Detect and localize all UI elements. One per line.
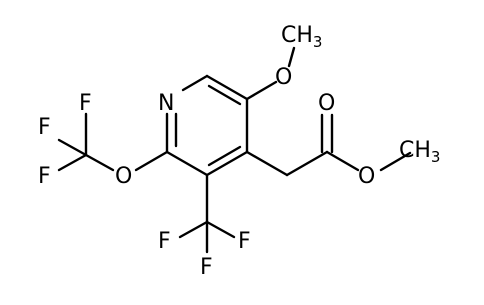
atom-f-cf3-bottom: F <box>200 255 213 280</box>
bond-n-c6 <box>181 74 209 92</box>
bond-o-ch3-methoxy <box>287 46 296 68</box>
bond-cf3-f-right <box>205 220 236 239</box>
atom-ch3-ester: CH3 <box>399 138 440 166</box>
atom-f-ocf3-mid: F <box>38 115 51 140</box>
atom-f-cf3-right: F <box>238 229 251 254</box>
bond-ch2-carbonyl <box>285 150 329 177</box>
atom-f-ocf3-top: F <box>79 91 92 116</box>
pyridine-ring <box>165 74 249 177</box>
bond-c4-c3-inner <box>207 145 242 167</box>
bond-ocf3-f-mid <box>57 138 88 157</box>
bond-c5-o-methoxy <box>245 80 278 101</box>
bond-c4-c3 <box>205 150 249 177</box>
atom-ch3-methoxy: CH3 <box>281 23 322 51</box>
bond-c6-c5 <box>205 74 249 101</box>
bond-c2-o-ocf3 <box>134 150 169 172</box>
atom-o-ocf3: O <box>115 164 132 189</box>
bond-carbonyl-o-ester <box>325 150 360 172</box>
atom-f-ocf3-bot: F <box>38 164 51 189</box>
atom-n-ring: N <box>158 91 174 116</box>
bond-c6-c5-inner <box>207 84 242 106</box>
atom-f-cf3-left: F <box>158 229 171 254</box>
bond-ocf3-f-bot <box>57 153 88 172</box>
atom-o-ester: O <box>358 164 375 189</box>
atom-o-carbonyl: O <box>318 91 335 116</box>
bond-cf3-f-left <box>178 220 209 239</box>
bond-c3-c2 <box>165 150 209 177</box>
bond-o-cf3 <box>84 153 115 172</box>
atom-o-methoxy: O <box>275 65 292 90</box>
bond-o-ester-ch3 <box>379 151 412 172</box>
bond-c4-ch2 <box>245 150 289 177</box>
